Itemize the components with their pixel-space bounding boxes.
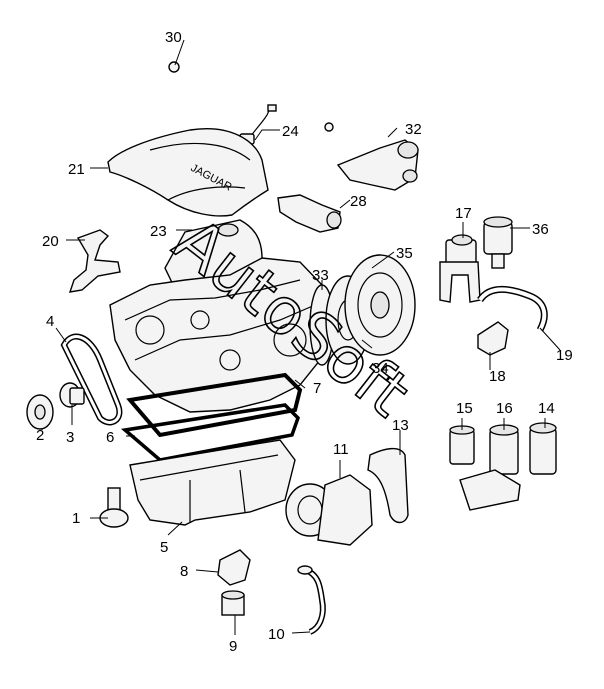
turbocharger [285,474,373,546]
sensor-24 [239,104,277,145]
callout-8: 8 [180,563,188,580]
callout-14: 14 [538,400,555,417]
heat-shield [367,447,409,524]
callout-33: 33 [312,267,329,284]
callout-labels: 30 24 32 21 23 28 20 17 36 35 33 34 19 1… [36,29,573,655]
callout-20: 20 [42,233,59,250]
oil-filter-15 [449,425,475,465]
callout-23: 23 [150,223,167,240]
filter-36 [483,216,513,269]
breather-hose [168,40,334,132]
callout-24: 24 [282,123,299,140]
oil-pan [129,439,296,526]
bracket-8 [217,549,251,586]
callout-21: 21 [68,161,85,178]
callout-6: 6 [106,429,114,446]
callout-1: 1 [72,510,80,527]
callout-19: 19 [556,347,573,364]
callout-3: 3 [66,429,74,446]
engine-cover: JAGUAR [107,128,269,217]
callout-15: 15 [456,400,473,417]
callout-32: 32 [405,121,422,138]
bracket-20 [68,229,121,293]
callout-10: 10 [268,626,285,643]
oil-filter-14 [529,422,557,475]
callout-7: 7 [313,380,321,397]
callout-28: 28 [350,193,367,210]
callout-13: 13 [392,417,409,434]
callout-34: 34 [372,360,389,377]
engine-mount [221,590,245,616]
callout-4: 4 [46,313,54,330]
gasket-6 [120,403,301,462]
callout-35: 35 [396,245,413,262]
drive-belt [60,333,123,426]
thermostat-housing [336,139,419,191]
callout-2: 2 [36,427,44,444]
callout-30: 30 [165,29,182,46]
leader-lines [41,39,561,635]
oil-filter-housing-16 [459,424,521,511]
oil-pipe [297,565,326,635]
callout-18: 18 [489,368,506,385]
valve-18 [477,321,509,356]
callout-16: 16 [496,400,513,417]
pulley [26,394,54,430]
callout-9: 9 [229,638,237,655]
callout-11: 11 [333,441,349,458]
drain-plug [99,487,129,528]
pressure-plate [344,254,416,356]
callout-36: 36 [532,221,549,238]
gasket-7 [126,372,303,438]
callout-5: 5 [160,539,168,556]
valve-assembly [277,194,342,233]
mount-bracket [439,234,481,303]
tensioner [59,382,85,408]
callout-17: 17 [455,205,472,222]
hose-19 [477,285,548,332]
